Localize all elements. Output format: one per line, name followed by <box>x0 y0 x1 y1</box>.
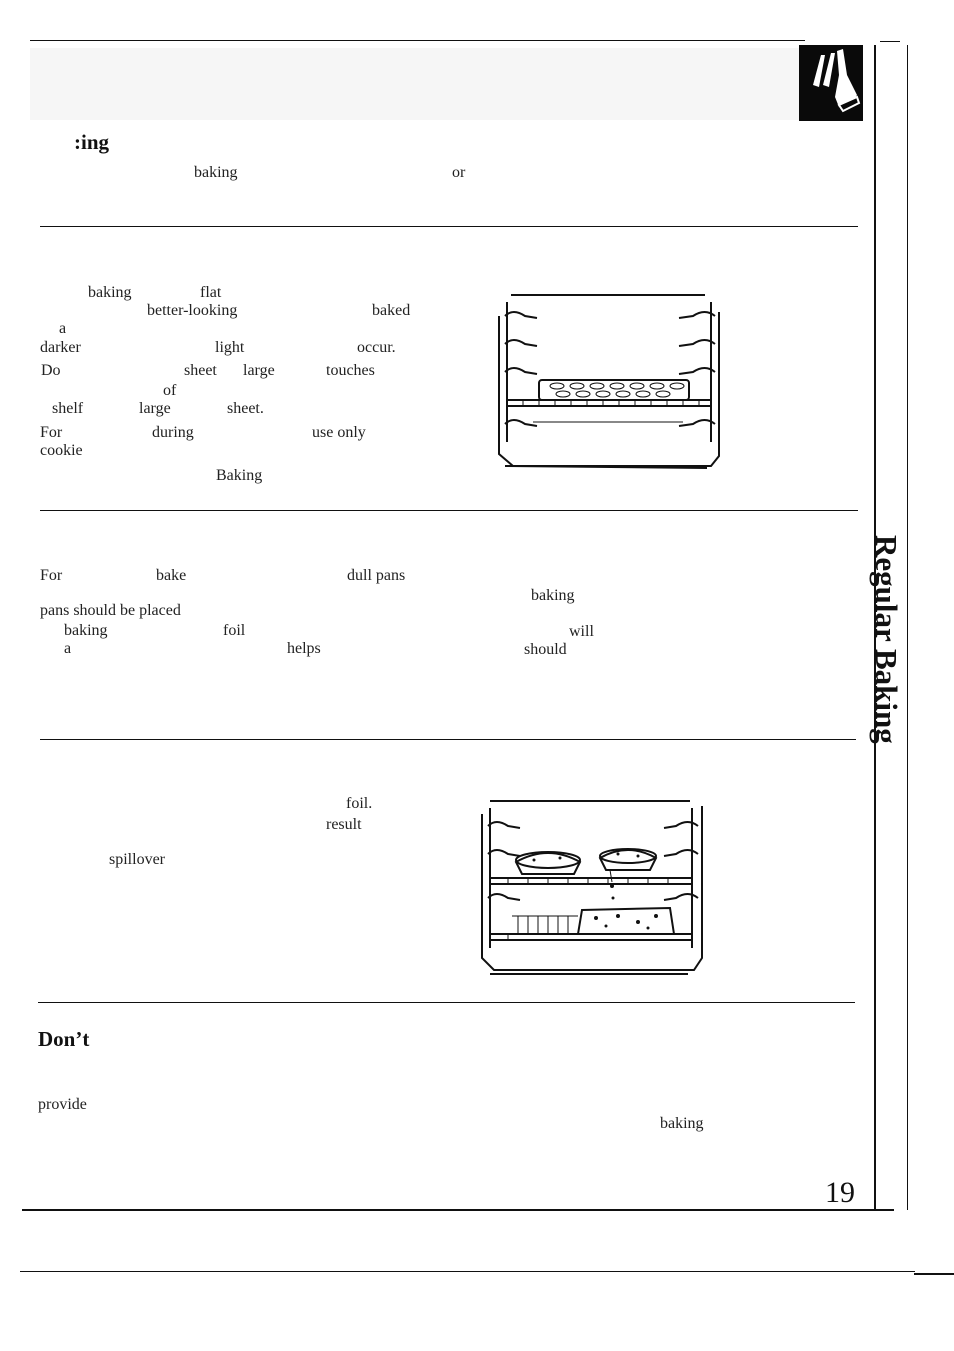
sidebar-title: Regular Baking <box>869 535 904 744</box>
word: result <box>326 816 362 833</box>
word: provide <box>38 1096 87 1113</box>
word: darker <box>40 339 81 356</box>
oven-cookie-sheet-illustration <box>498 294 720 469</box>
header-band <box>30 48 800 120</box>
word: For <box>40 567 63 584</box>
bottom-rule-2 <box>20 1271 915 1272</box>
word: baking <box>660 1115 704 1132</box>
dont-heading: Don’t <box>38 1027 90 1051</box>
word: Baking <box>216 467 263 484</box>
divider-1 <box>40 226 858 227</box>
word: light <box>215 339 245 356</box>
word: Do <box>41 362 61 379</box>
word: a <box>59 320 67 337</box>
word: of <box>163 382 177 399</box>
word: occur. <box>357 339 396 356</box>
sidebar-top-tick <box>880 41 900 42</box>
word: baking <box>64 622 108 639</box>
header-word-2: or <box>452 164 466 181</box>
divider-4 <box>38 1002 855 1003</box>
word: baking <box>531 587 575 604</box>
word: baking <box>88 284 132 301</box>
divider-2 <box>40 510 858 511</box>
word: cookie <box>40 442 83 459</box>
section-heading-fragment: :ing <box>74 130 110 154</box>
divider-3 <box>40 739 856 740</box>
word: foil <box>223 622 246 639</box>
page-number: 19 <box>825 1176 855 1209</box>
header-word-1: baking <box>194 164 238 181</box>
hand-touching-icon <box>799 45 863 121</box>
word: should <box>524 641 567 658</box>
word: helps <box>287 640 321 657</box>
word: sheet <box>184 362 217 379</box>
word: dull pans <box>347 567 406 584</box>
word: flat <box>200 284 222 301</box>
top-rule <box>30 40 805 41</box>
bottom-rule <box>22 1209 894 1211</box>
sidebar-right-line <box>907 45 908 1210</box>
word: will <box>569 623 594 640</box>
word: bake <box>156 567 187 584</box>
word: pans should be placed <box>40 602 181 619</box>
word: large <box>139 400 171 417</box>
word: sheet. <box>227 400 264 417</box>
sidebar-left-line <box>874 45 876 1210</box>
word: baked <box>372 302 411 319</box>
word: touches <box>326 362 375 379</box>
word: large <box>243 362 275 379</box>
bottom-right-tick <box>914 1273 954 1275</box>
word: spillover <box>109 851 165 868</box>
word: better-looking <box>147 302 238 319</box>
word: shelf <box>52 400 84 417</box>
word: use only <box>312 424 366 441</box>
oven-pies-foil-illustration <box>481 800 703 975</box>
word: a <box>64 640 72 657</box>
word: during <box>152 424 194 441</box>
word: For <box>40 424 63 441</box>
word: foil. <box>346 795 373 812</box>
